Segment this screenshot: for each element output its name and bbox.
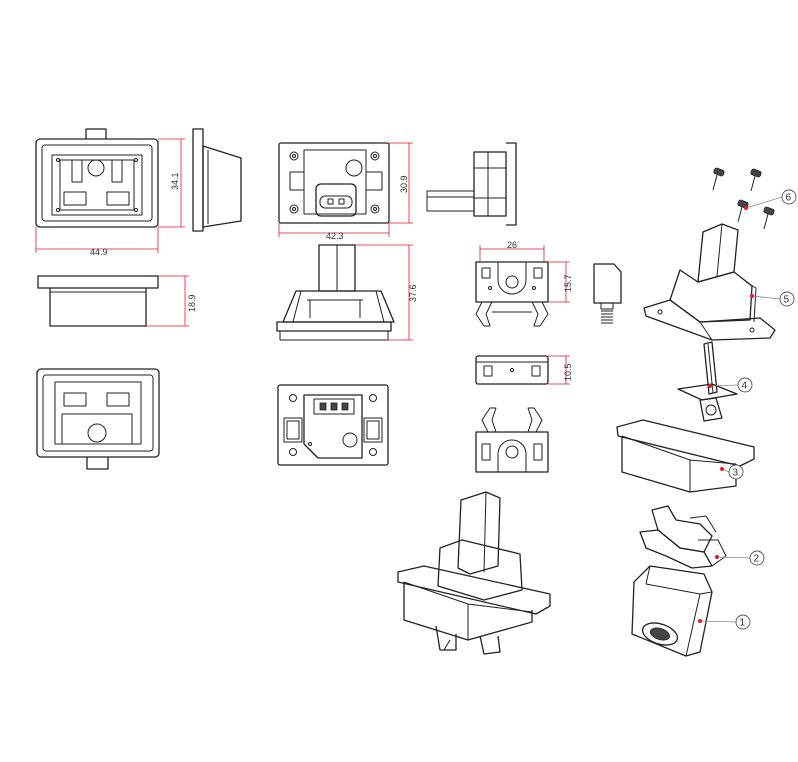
connector-side-view bbox=[426, 142, 517, 226]
callout-6: 6 bbox=[744, 189, 797, 210]
mounting-plate-back-view bbox=[277, 384, 389, 466]
dimension-label-18-9: 18.9 bbox=[187, 294, 197, 312]
dimension-label-15-7: 15.7 bbox=[563, 274, 573, 292]
screw-4 bbox=[763, 206, 775, 230]
dimension-front-width: 44.9 bbox=[35, 227, 159, 257]
rear-view bbox=[36, 368, 160, 470]
exploded-part-4-connector bbox=[677, 341, 738, 422]
bottom-view bbox=[37, 275, 159, 327]
dimension-label-42-3: 42.3 bbox=[326, 231, 344, 241]
screw-3 bbox=[737, 199, 749, 223]
callout-5: 5 bbox=[750, 291, 795, 307]
exploded-part-2-clip bbox=[639, 505, 727, 569]
dimension-label-26: 26 bbox=[507, 240, 517, 250]
dimension-rear-height: 30.9 bbox=[389, 142, 413, 224]
callout-label-3: 3 bbox=[733, 468, 739, 479]
dimension-label-44-9: 44.9 bbox=[90, 247, 108, 257]
mounting-plate-side-view bbox=[276, 244, 395, 341]
dimension-side-height: 37.6 bbox=[355, 244, 418, 341]
callout-1: 1 bbox=[698, 614, 751, 630]
dimension-label-34-1: 34.1 bbox=[170, 172, 180, 190]
assembled-isometric-view bbox=[397, 491, 551, 655]
clip-front-view bbox=[475, 261, 549, 327]
exploded-part-3-housing bbox=[616, 419, 755, 493]
callout-label-5: 5 bbox=[784, 295, 790, 306]
dimension-rear-width: 42.3 bbox=[278, 223, 390, 241]
front-view bbox=[35, 128, 159, 228]
clip-back-view bbox=[475, 407, 549, 473]
callout-label-6: 6 bbox=[786, 193, 792, 204]
exploded-part-5-bracket bbox=[643, 223, 776, 341]
callout-3: 3 bbox=[720, 464, 744, 480]
screw-2 bbox=[750, 168, 762, 192]
screw-1 bbox=[712, 167, 725, 191]
callout-label-2: 2 bbox=[754, 554, 760, 565]
dimension-clip-height: 15.7 bbox=[548, 261, 573, 303]
dimension-clip-width: 26 bbox=[479, 240, 545, 262]
callout-label-4: 4 bbox=[742, 381, 748, 392]
callout-label-1: 1 bbox=[740, 618, 746, 629]
callout-4: 4 bbox=[708, 377, 753, 393]
clip-bottom-view bbox=[475, 355, 549, 385]
callout-2: 2 bbox=[715, 550, 765, 566]
mounting-plate-front-view bbox=[278, 142, 390, 224]
dimension-front-height: 34.1 bbox=[158, 138, 185, 228]
screw-set bbox=[712, 167, 775, 230]
side-profile-view bbox=[192, 128, 242, 232]
dimension-bottom-height: 18.9 bbox=[146, 275, 197, 327]
dimension-clip-bottom-height: 10.5 bbox=[548, 355, 573, 385]
dimension-label-30-9: 30.9 bbox=[399, 175, 409, 193]
exploded-part-1-camera bbox=[631, 565, 713, 657]
dimension-label-10-5: 10.5 bbox=[563, 363, 573, 381]
dimension-label-37-6: 37.6 bbox=[408, 284, 418, 302]
lens-side-view bbox=[593, 263, 622, 324]
